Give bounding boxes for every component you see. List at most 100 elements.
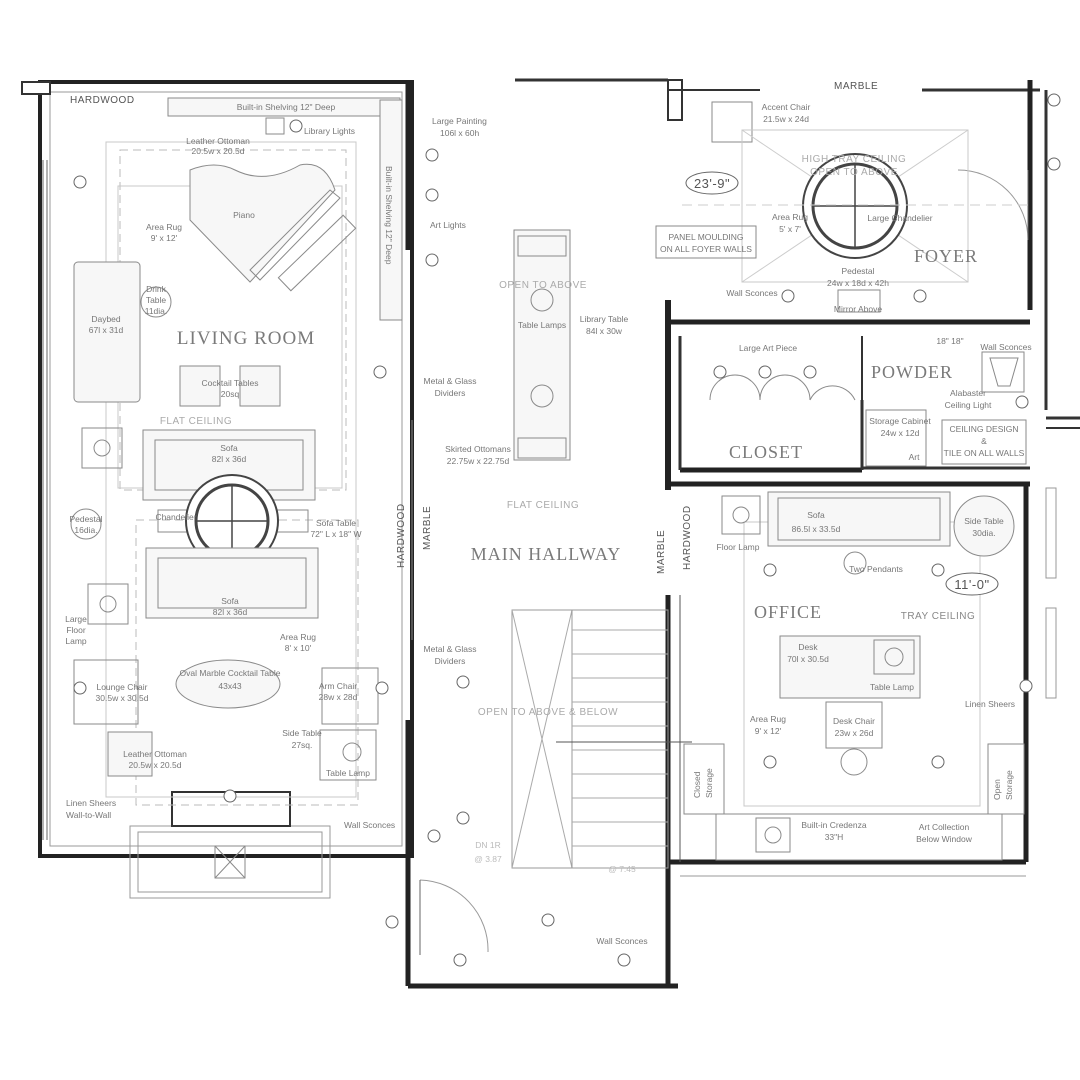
label-rug-bottom-dim: 8' x 10' xyxy=(285,643,312,653)
label-alabaster: Alabaster xyxy=(950,388,986,398)
floor-hardwood-left: HARDWOOD xyxy=(396,503,407,568)
label-lounge-chair-dim: 30.5w x 30.5d xyxy=(96,693,149,703)
label-rug-top-dim: 9' x 12' xyxy=(151,233,178,243)
label-foyer-sconces: Wall Sconces xyxy=(726,288,777,298)
label-ceiling-design: CEILING DESIGN xyxy=(950,424,1019,434)
label-ceiling-design-2: & xyxy=(981,436,987,446)
stairs-dn-elev: @ 3.87 xyxy=(474,854,502,864)
ceiling-foyer-2: OPEN TO ABOVE xyxy=(810,167,898,178)
label-storage-cabinet-dim: 24w x 12d xyxy=(881,428,920,438)
label-arm-chair-dim: 28w x 28d xyxy=(319,692,358,702)
label-accent-chair: Accent Chair xyxy=(762,102,811,112)
floor-marble-left: MARBLE xyxy=(422,506,433,550)
label-dividers-top: Metal & Glass xyxy=(424,376,477,386)
living-room xyxy=(70,97,403,806)
stairs-up-elev: @ 7.45 xyxy=(608,864,636,874)
label-skirted-ottomans: Skirted Ottomans xyxy=(445,444,511,454)
label-accent-chair-dim: 21.5w x 24d xyxy=(763,114,809,124)
label-chandelier: Chandelier xyxy=(155,512,196,522)
label-large-painting: Large Painting xyxy=(432,116,487,126)
ceiling-hall: FLAT CEILING xyxy=(507,500,579,511)
label-credenza-dim: 33"H xyxy=(825,832,844,842)
label-rug-top: Area Rug xyxy=(146,222,182,232)
label-art-collection-2: Below Window xyxy=(916,834,973,844)
floor-hardwood-right: HARDWOOD xyxy=(682,505,693,570)
label-floor-lamp-1: Large xyxy=(65,614,87,624)
room-foyer: FOYER xyxy=(914,246,978,266)
label-dividers-bottom: Metal & Glass xyxy=(424,644,477,654)
label-office-sofa-dim: 86.5l x 33.5d xyxy=(792,524,841,534)
label-shelving-top: Built-in Shelving 12" Deep xyxy=(237,102,336,112)
label-cocktail: Cocktail Tables xyxy=(201,378,258,388)
label-piano: Piano xyxy=(233,210,255,220)
room-closet: CLOSET xyxy=(729,442,803,462)
label-dividers-top-2: Dividers xyxy=(435,388,466,398)
label-pedestal-foyer: Pedestal xyxy=(841,266,874,276)
label-open-storage-2: Storage xyxy=(1004,770,1014,800)
label-foyer-rug-dim: 5' x 7' xyxy=(779,224,801,234)
label-sofa-top: Sofa xyxy=(220,443,238,453)
label-drink: Drink xyxy=(146,284,167,294)
svg-text:23'-9": 23'-9" xyxy=(694,176,730,191)
ceiling-foyer: HIGH TRAY CEILING xyxy=(802,154,907,165)
label-two-pendants: Two Pendants xyxy=(849,564,903,574)
label-office-floor-lamp: Floor Lamp xyxy=(717,542,760,552)
label-desk-chair: Desk Chair xyxy=(833,716,875,726)
label-sofa-table-dim: 72" L x 18" W xyxy=(310,529,361,539)
label-rug-bottom: Area Rug xyxy=(280,632,316,642)
hall-door xyxy=(419,879,489,955)
label-floor-lamp-3: Lamp xyxy=(65,636,87,646)
label-mirror-above: Mirror Above xyxy=(834,304,882,314)
room-powder: POWDER xyxy=(871,362,953,382)
label-office-sofa: Sofa xyxy=(807,510,825,520)
label-table-lamps: Table Lamps xyxy=(518,320,566,330)
label-sofa-table: Sofa Table xyxy=(316,518,356,528)
label-powder-dim: 18" 18" xyxy=(936,336,963,346)
label-ceiling-design-3: TILE ON ALL WALLS xyxy=(944,448,1025,458)
main-hallway xyxy=(511,229,692,869)
label-art-collection: Art Collection xyxy=(919,822,970,832)
label-dividers-bottom-2: Dividers xyxy=(435,656,466,666)
label-sofa-bottom: Sofa xyxy=(221,596,239,606)
floor-hardwood-top: HARDWOOD xyxy=(70,95,135,106)
label-oval-table: Oval Marble Cocktail Table xyxy=(180,668,281,678)
exterior-walls xyxy=(21,78,1080,989)
label-powder-sconces: Wall Sconces xyxy=(980,342,1031,352)
label-credenza: Built-in Credenza xyxy=(801,820,866,830)
label-daybed: Daybed xyxy=(91,314,121,324)
dim-foyer: 23'-9" xyxy=(685,171,739,195)
stairs-dn: DN 1R xyxy=(475,840,501,850)
room-hallway: MAIN HALLWAY xyxy=(471,544,622,564)
label-library-lights: Library Lights xyxy=(304,126,355,136)
label-side-table: Side Table xyxy=(282,728,322,738)
label-library-table-dim: 84l x 30w xyxy=(586,326,623,336)
label-pedestal: Pedestal xyxy=(69,514,102,524)
label-ottoman-bottom: Leather Ottoman xyxy=(123,749,187,759)
label-shelving-side: Built-in Shelving 12" Deep xyxy=(384,166,394,265)
label-foyer-rug: Area Rug xyxy=(772,212,808,222)
office xyxy=(683,491,1025,861)
ceiling-living: FLAT CEILING xyxy=(160,416,232,427)
label-pedestal-foyer-dim: 24w x 18d x 42h xyxy=(827,278,889,288)
label-drink-dim: 11dia. xyxy=(145,306,168,316)
label-open-storage: Open xyxy=(992,779,1002,800)
label-cocktail-dim: 20sq xyxy=(221,389,240,399)
label-linen-sheers-2: Wall-to-Wall xyxy=(66,810,111,820)
label-sofa-top-dim: 82l x 36d xyxy=(212,454,247,464)
floor-marble-right: MARBLE xyxy=(656,530,667,574)
label-drink-2: Table xyxy=(146,295,167,305)
label-ottoman-top: Leather Ottoman xyxy=(186,136,250,146)
foyer xyxy=(655,101,1030,313)
label-office-rug-dim: 9' x 12' xyxy=(755,726,782,736)
label-art-lights: Art Lights xyxy=(430,220,466,230)
label-oval-table-dim: 43x43 xyxy=(218,681,241,691)
label-office-table-lamp: Table Lamp xyxy=(870,682,914,692)
label-sofa-bottom-dim: 82l x 36d xyxy=(213,607,248,617)
label-panel-moulding: PANEL MOULDING xyxy=(668,232,743,242)
label-large-chandelier: Large Chandelier xyxy=(867,213,932,223)
svg-text:11'-0": 11'-0" xyxy=(954,577,989,592)
label-ottoman-bottom-dim: 20.5w x 20.5d xyxy=(129,760,182,770)
label-living-sconces: Wall Sconces xyxy=(344,820,395,830)
label-closed-storage-2: Storage xyxy=(704,768,714,798)
